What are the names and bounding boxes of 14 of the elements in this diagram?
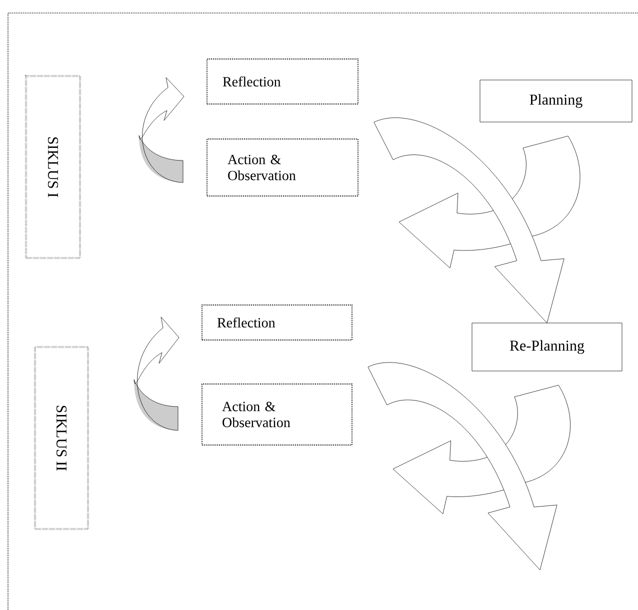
stage-box: Action & Observation [206, 138, 358, 196]
curved-block-arrow [134, 316, 180, 431]
curved-block-arrow [374, 118, 564, 324]
cycle-label-box: SIKLUS I [25, 75, 81, 259]
curved-block-arrow [368, 362, 558, 570]
stage-box: Reflection [202, 304, 352, 340]
stage-box: Re-Planning [472, 322, 622, 372]
curved-block-arrow [398, 136, 580, 268]
curved-block-arrow [138, 77, 184, 183]
cycle-label-box: SIKLUS II [34, 346, 89, 530]
curved-block-arrow [392, 384, 571, 514]
stage-box: Reflection [206, 58, 358, 104]
stage-box: Action & Observation [202, 384, 352, 446]
stage-box: Planning [480, 80, 632, 122]
